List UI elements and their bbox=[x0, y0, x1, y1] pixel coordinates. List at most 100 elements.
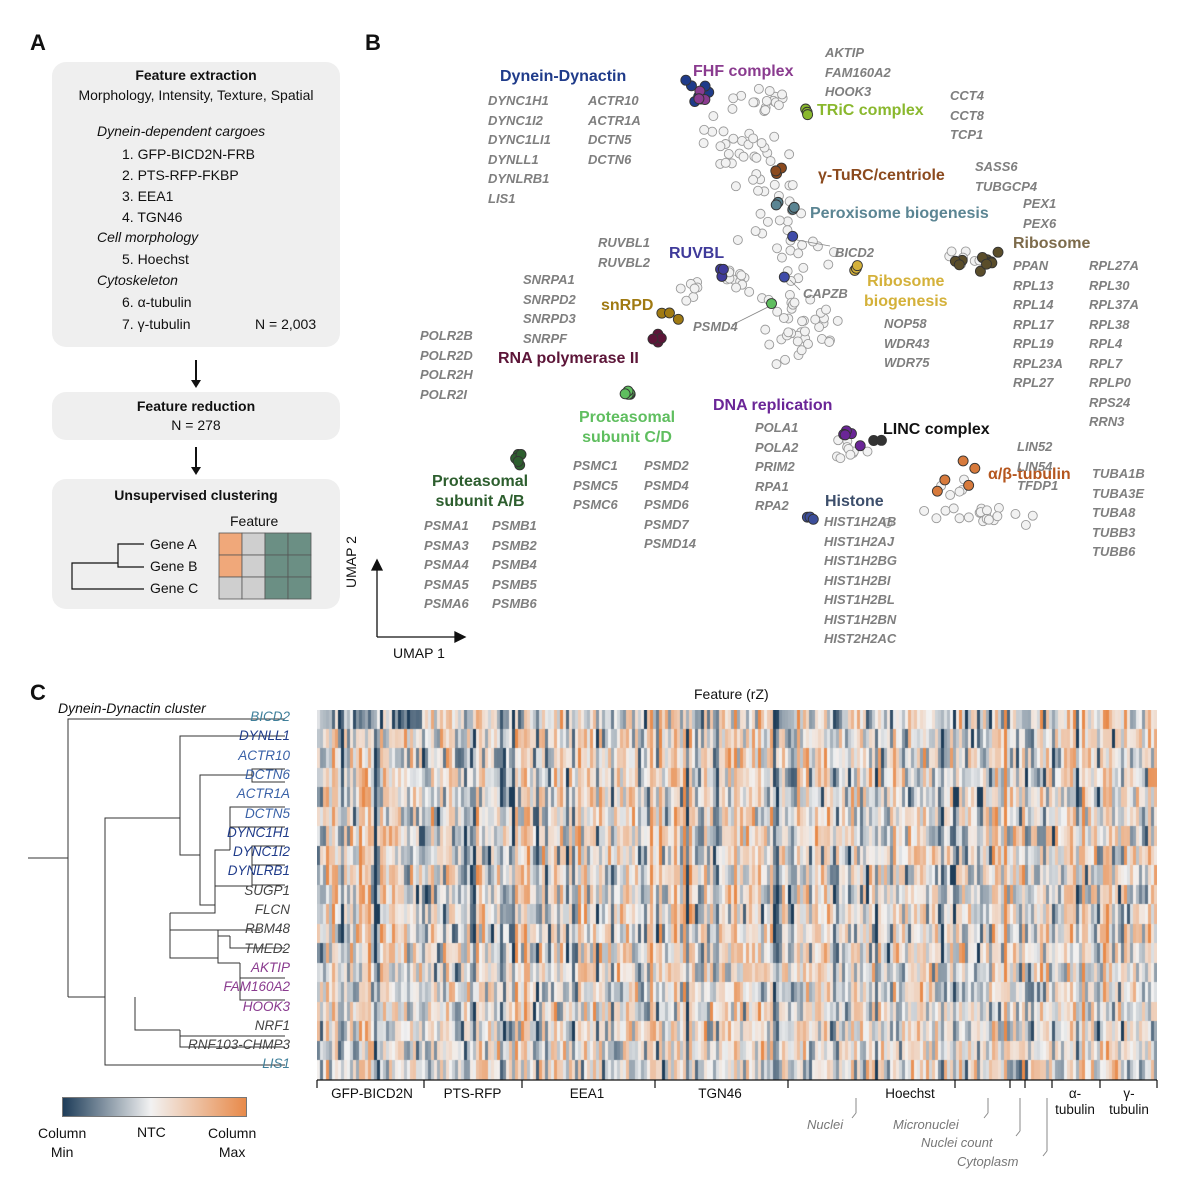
axis-tick bbox=[983, 1112, 989, 1119]
cluster-fhf: FHF complex bbox=[693, 63, 794, 80]
umap-point bbox=[672, 313, 684, 325]
row-label: ACTR10 bbox=[238, 747, 290, 763]
umap-point bbox=[778, 271, 790, 283]
item-7: 7. γ-tubulin bbox=[122, 316, 191, 332]
mini-grid-cell bbox=[287, 532, 312, 556]
row-label: BICD2 bbox=[250, 709, 290, 724]
colorbar bbox=[62, 1097, 247, 1117]
umap-point bbox=[751, 152, 762, 163]
dendrogram-branch bbox=[251, 768, 285, 775]
umap-scatter bbox=[370, 74, 1038, 644]
umap-point bbox=[797, 240, 808, 250]
sublabel-cytoplasm: Cytoplasm bbox=[957, 1154, 1019, 1169]
umap-point bbox=[954, 513, 965, 524]
row-label: DYNLRB1 bbox=[227, 863, 290, 879]
dendrogram-branch bbox=[251, 864, 285, 886]
umap-point bbox=[940, 505, 951, 516]
umap-point bbox=[783, 327, 794, 338]
dendrogram-branch bbox=[170, 905, 216, 914]
umap-point bbox=[762, 216, 773, 227]
segment-hoechst: Hoechst bbox=[885, 1086, 935, 1101]
umap-point bbox=[748, 133, 759, 144]
cluster-proteasomal-cd: Proteasomal subunit C/D bbox=[579, 409, 676, 446]
group-cytoskeleton: Cytoskeleton bbox=[97, 272, 178, 288]
umap-point bbox=[699, 124, 710, 135]
mini-grid-cell bbox=[218, 554, 243, 578]
dendrogram bbox=[28, 718, 285, 1066]
cluster-ribosome-biogenesis: Ribosome biogenesis bbox=[864, 273, 948, 310]
genes-fhf: AKTIP FAM160A2 HOOK3 bbox=[825, 45, 891, 99]
umap-point bbox=[720, 157, 731, 168]
umap-point bbox=[736, 270, 747, 281]
umap-point bbox=[805, 294, 816, 305]
umap-point bbox=[770, 165, 782, 177]
umap-point bbox=[810, 314, 821, 325]
umap-point bbox=[802, 109, 814, 121]
cluster-peroxisome: Peroxisome biogenesis bbox=[810, 205, 989, 222]
umap-point bbox=[764, 339, 775, 350]
umap-point bbox=[680, 74, 692, 86]
umap-point bbox=[708, 111, 719, 122]
genes-ruvbl: RUVBL1 RUVBL2 bbox=[598, 235, 651, 270]
umap-point bbox=[823, 259, 834, 270]
row-label: DYNC1I2 bbox=[232, 844, 290, 860]
cluster-ruvbl: RUVBL bbox=[669, 245, 725, 262]
cluster-tric: TRiC complex bbox=[817, 102, 924, 119]
genes-ribosome-b: RPL27A RPL30 RPL37A RPL38 RPL4 RPL7 RPLP… bbox=[1089, 258, 1139, 429]
umap-point bbox=[769, 131, 780, 142]
genes-histone: HIST1H2AB HIST1H2AJ HIST1H2BG HIST1H2BI … bbox=[824, 514, 897, 646]
callout-capzb: CAPZB bbox=[803, 286, 848, 301]
umap-point bbox=[689, 283, 700, 294]
mini-grid-cell bbox=[287, 554, 312, 578]
umap-point bbox=[832, 315, 843, 326]
umap-point bbox=[939, 474, 951, 486]
umap-point bbox=[764, 86, 775, 96]
umap-point bbox=[750, 226, 761, 237]
dendrogram-branch bbox=[239, 963, 285, 1001]
umap-point bbox=[789, 297, 800, 308]
umap-point bbox=[744, 286, 755, 297]
dendrogram-branch bbox=[134, 997, 180, 1031]
sublabel-micronuclei: Micronuclei bbox=[893, 1117, 959, 1132]
umap-point bbox=[1020, 520, 1031, 530]
genes-dna-replication: POLA1 POLA2 PRIM2 RPA1 RPA2 bbox=[755, 420, 799, 513]
umap-point bbox=[715, 141, 726, 152]
row-label: DYNC1H1 bbox=[226, 824, 290, 840]
feature-extraction-title: Feature extraction bbox=[135, 67, 257, 83]
clustering-box: Unsupervised clustering Feature Gene A G… bbox=[52, 479, 340, 609]
umap-point bbox=[793, 248, 804, 259]
umap-point bbox=[1010, 508, 1021, 519]
mini-dendrogram-grid bbox=[71, 532, 312, 600]
cluster-snrpd: snRPD bbox=[601, 297, 654, 314]
umap-point bbox=[854, 440, 866, 452]
row-label: RBM48 bbox=[244, 921, 290, 937]
mini-grid-cell bbox=[264, 576, 289, 600]
umap-point bbox=[717, 263, 729, 275]
dendrogram-branch bbox=[229, 826, 285, 850]
row-label: NRF1 bbox=[254, 1017, 290, 1033]
row-label: ACTR1A bbox=[236, 786, 290, 802]
item-3: 3. EEA1 bbox=[122, 188, 174, 204]
umap-point bbox=[963, 512, 974, 523]
umap-point bbox=[982, 505, 992, 516]
umap-point bbox=[776, 252, 787, 263]
dendrogram-branch bbox=[199, 774, 252, 855]
n-extraction: N = 2,003 bbox=[255, 316, 317, 332]
genes-tric: CCT4 CCT8 TCP1 bbox=[950, 88, 984, 142]
segment-gamma-tubulin: γ- tubulin bbox=[1109, 1086, 1149, 1117]
dendrogram-branch bbox=[179, 1030, 285, 1048]
genes-tubulin: TUBA1B TUBA3E TUBA8 TUBB3 TUBB6 bbox=[1092, 466, 1145, 559]
umap-point bbox=[807, 513, 819, 525]
umap-point bbox=[993, 503, 1004, 513]
segment-axis bbox=[316, 1079, 1158, 1157]
umap-point bbox=[755, 208, 766, 219]
umap-point bbox=[761, 95, 772, 106]
panel-b-letter: B bbox=[365, 30, 381, 55]
feature-reduction-box: Feature reduction N = 278 bbox=[52, 392, 340, 440]
cluster-gturc: γ-TuRC/centriole bbox=[818, 167, 945, 184]
umap-point bbox=[731, 282, 741, 293]
genes-proteasomal-ab-b: PSMB1 PSMB2 PSMB4 PSMB5 PSMB6 bbox=[492, 518, 537, 611]
dendrogram-branch bbox=[199, 855, 215, 906]
umap-point bbox=[753, 83, 764, 94]
